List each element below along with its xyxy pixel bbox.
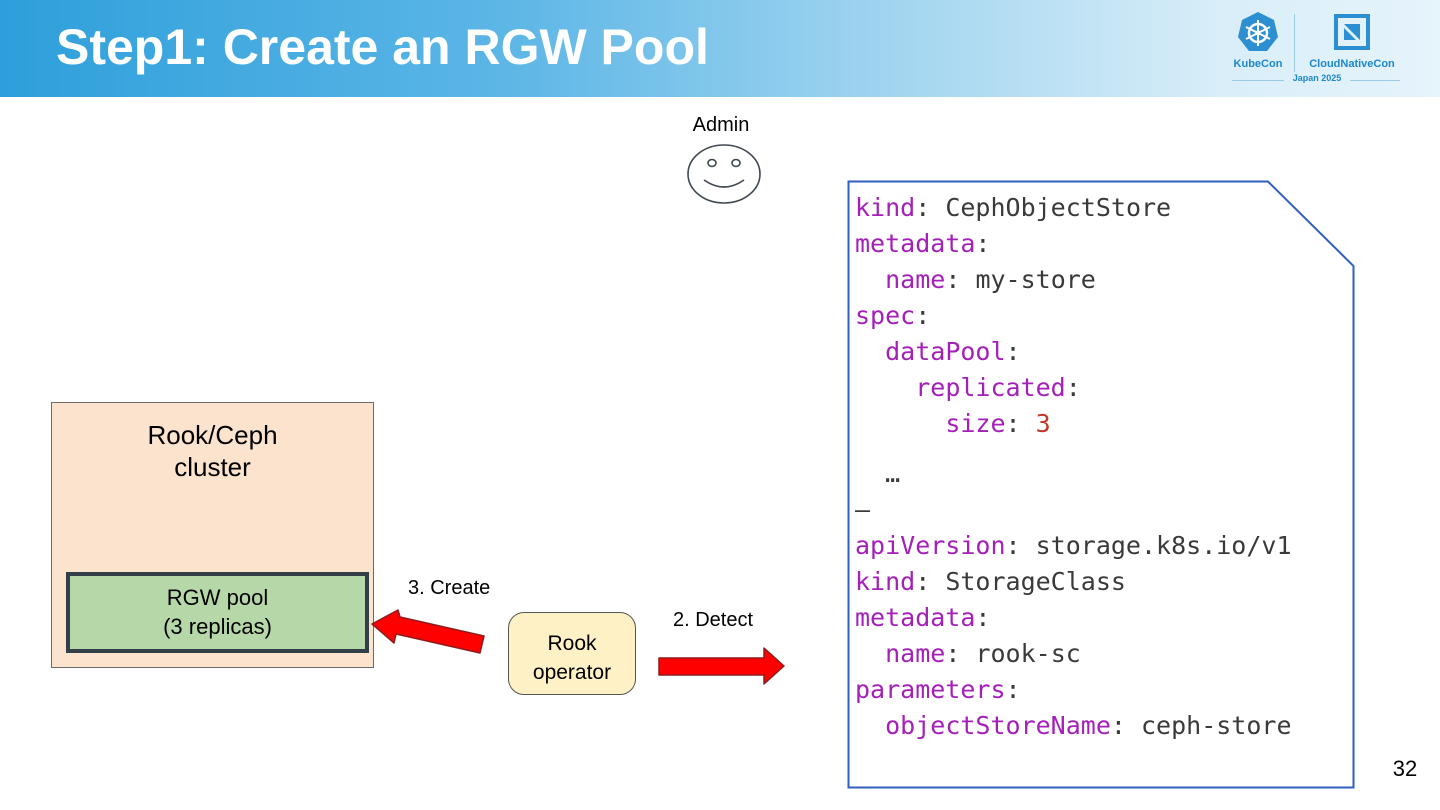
operator-label-line1: Rook [547,632,597,655]
yaml-separator: : [915,301,931,330]
yaml-key: name [885,265,946,294]
yaml-separator: : [1005,337,1021,366]
create-arrow [371,609,485,654]
kubecon-label: KubeCon [1233,58,1283,70]
rook-ceph-cluster-box: Rook/Ceph cluster RGW pool (3 replicas) [51,402,374,668]
yaml-separator: : [945,265,976,294]
yaml-indent [855,711,885,740]
cluster-title: Rook/Ceph cluster [52,419,373,483]
manifest-document-frame [847,180,1355,789]
yaml-line: objectStoreName: ceph-store [855,708,1345,744]
yaml-separator: : [1005,531,1036,560]
yaml-separator: : [1065,373,1081,402]
yaml-value: 3 [1035,409,1051,438]
yaml-line: size: 3 [855,406,1345,442]
yaml-indent [855,337,885,366]
pool-label-line1: RGW pool [166,585,269,610]
yaml-line: — [855,492,1345,528]
yaml-key: size [945,409,1006,438]
create-arrow-label: 3. Create [408,577,491,599]
yaml-line: kind: StorageClass [855,564,1345,600]
yaml-separator: : [975,603,991,632]
pool-label-line2: (3 replicas) [163,614,272,639]
yaml-line: apiVersion: storage.k8s.io/v1 [855,528,1345,564]
operator-label-line2: operator [532,661,612,684]
yaml-separator: : [945,639,976,668]
yaml-indent [855,639,885,668]
yaml-key: objectStoreName [885,711,1111,740]
yaml-key: replicated [915,373,1066,402]
admin-label: Admin [692,114,750,136]
logo-divider [1294,14,1295,72]
rgw-pool-box: RGW pool (3 replicas) [66,572,369,653]
yaml-text: … [885,459,901,488]
header-banner: Step1: Create an RGW Pool KubeCon CloudN… [0,0,1440,97]
yaml-key: name [885,639,946,668]
yaml-value: ceph-store [1141,711,1292,740]
yaml-line: parameters: [855,672,1345,708]
yaml-key: spec [855,301,916,330]
yaml-value: my-store [975,265,1096,294]
yaml-indent [855,373,915,402]
yaml-separator: : [975,229,991,258]
yaml-key: parameters [855,675,1006,704]
logo-rule-right [1350,80,1400,81]
yaml-indent [855,409,945,438]
detect-arrow [658,647,785,685]
rook-operator-box: Rook operator [508,612,636,695]
yaml-value: StorageClass [945,567,1126,596]
yaml-key: kind [855,193,916,222]
yaml-key: apiVersion [855,531,1006,560]
detect-arrow-label: 2. Detect [673,609,754,631]
yaml-separator: : [1005,675,1021,704]
cluster-title-line1: Rook/Ceph [147,420,278,450]
yaml-line: metadata: [855,600,1345,636]
yaml-line: kind: CephObjectStore [855,190,1345,226]
yaml-key: metadata [855,229,976,258]
yaml-indent [855,459,885,488]
kubernetes-wheel-icon [1238,12,1278,51]
logo-rule-left [1232,80,1284,81]
cloudnativecon-label: CloudNativeCon [1309,58,1395,70]
yaml-separator: : [915,567,946,596]
yaml-separator: : [915,193,946,222]
cluster-title-line2: cluster [174,452,251,482]
cloudnativecon-logo: CloudNativeCon [1300,10,1404,90]
slide-title: Step1: Create an RGW Pool [56,19,709,75]
page-number: 32 [1392,756,1418,781]
yaml-line: replicated: [855,370,1345,406]
yaml-value: rook-sc [975,639,1081,668]
yaml-key: metadata [855,603,976,632]
yaml-key: kind [855,567,916,596]
yaml-line: name: rook-sc [855,636,1345,672]
yaml-text: — [855,495,871,524]
admin-smiley-icon [687,144,761,204]
yaml-separator: : [1110,711,1141,740]
yaml-separator: : [1005,409,1036,438]
yaml-value: CephObjectStore [945,193,1172,222]
yaml-line: … [855,456,1345,492]
yaml-indent [855,265,885,294]
yaml-line: metadata: [855,226,1345,262]
event-year: Japan 2025 [1292,73,1342,83]
yaml-key: dataPool [885,337,1006,366]
yaml-line: dataPool: [855,334,1345,370]
yaml-value: storage.k8s.io/v1 [1035,531,1292,560]
kubecon-logo: KubeCon [1228,10,1288,90]
cloudnativecon-mark-icon [1334,14,1370,50]
yaml-line: name: my-store [855,262,1345,298]
yaml-line: spec: [855,298,1345,334]
